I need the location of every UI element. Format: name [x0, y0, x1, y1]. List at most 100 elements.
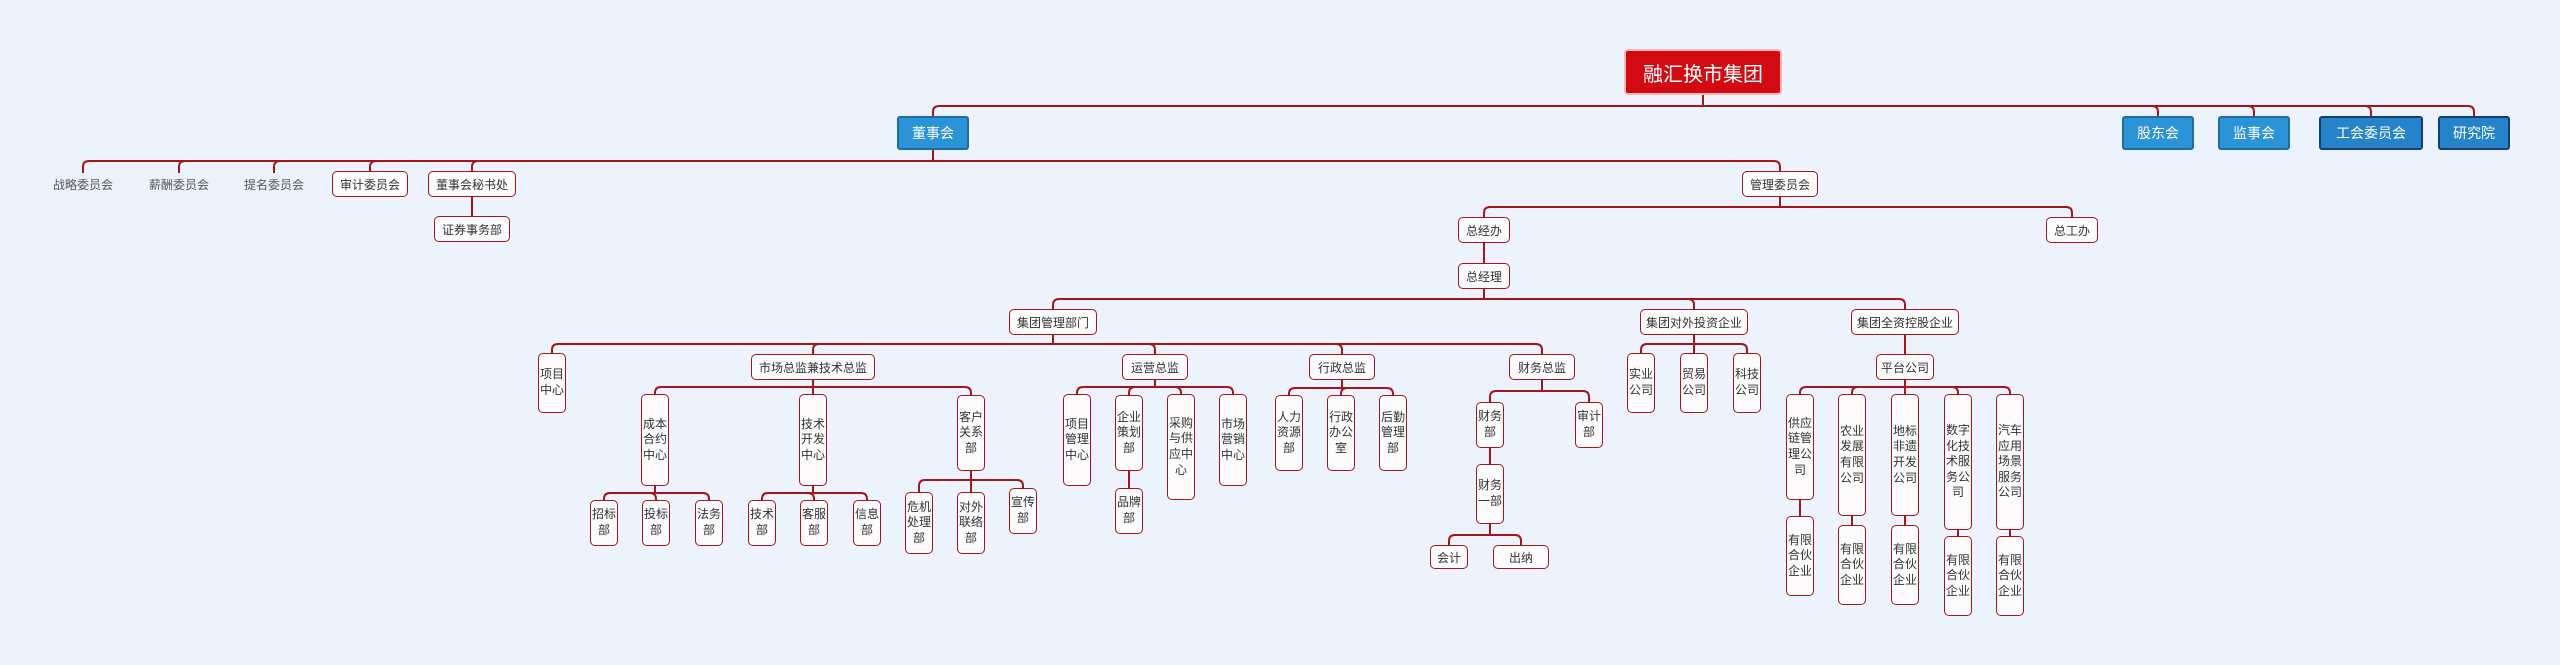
node-op2: 采购与供应中心 [1167, 394, 1195, 500]
node-ad0: 人力资源部 [1275, 395, 1303, 471]
edge-ops-op0 [1076, 380, 1156, 394]
edge-root-institute [1702, 95, 2475, 116]
node-p3: 有限合伙企业 [1944, 536, 1972, 616]
edge-gm-d2 [1483, 289, 1906, 309]
edge-pf-h4 [1904, 380, 2011, 394]
edge-board-c1 [178, 150, 934, 173]
node-cc: 成本合约中心 [641, 394, 669, 486]
node-ops: 运营总监 [1122, 354, 1188, 380]
node-c4: 董事会秘书处 [428, 171, 516, 197]
edge-board-mgmt [932, 150, 1781, 171]
node-adm: 行政总监 [1309, 354, 1375, 380]
node-cr: 客户关系部 [957, 395, 985, 471]
node-c0: 战略委员会 [52, 177, 113, 192]
node-op3: 市场营销中心 [1219, 394, 1247, 486]
node-h0: 供应链管理公司 [1786, 394, 1814, 500]
node-c1: 薪酬委员会 [148, 177, 209, 192]
node-op1: 企业策划部 [1115, 395, 1143, 471]
node-cc1: 投标部 [642, 500, 670, 546]
edge-ops-op1 [1128, 380, 1156, 395]
edge-pf-h0 [1799, 380, 1906, 394]
edge-adm-ad2 [1341, 380, 1394, 395]
node-ex0: 实业公司 [1627, 353, 1655, 413]
node-gm: 总经理 [1458, 263, 1510, 289]
node-institute: 研究院 [2438, 116, 2510, 150]
edge-cc-cc1 [649, 486, 657, 500]
node-pf: 平台公司 [1876, 354, 1934, 380]
edge-pf-h1 [1851, 380, 1906, 394]
node-tc: 技术开发中心 [799, 394, 827, 486]
node-fin: 财务总监 [1509, 354, 1575, 380]
edge-mt-cc [654, 380, 814, 394]
node-h4: 汽车应用场景服务公司 [1996, 394, 2024, 530]
node-shareholders: 股东会 [2122, 116, 2194, 150]
node-ex1: 贸易公司 [1680, 353, 1708, 413]
node-tc2: 信息部 [853, 500, 881, 546]
node-d1: 集团对外投资企业 [1640, 309, 1748, 335]
edge-fns-fs1 [1489, 524, 1522, 545]
node-cc2: 法务部 [695, 500, 723, 546]
edge-fin-fn0 [1489, 380, 1543, 402]
node-fn1: 审计部 [1575, 402, 1603, 448]
edge-cc-cc2 [654, 486, 710, 500]
node-ad1: 行政办公室 [1327, 395, 1355, 471]
node-p1: 有限合伙企业 [1838, 525, 1866, 605]
node-fs1: 出纳 [1493, 545, 1549, 569]
node-pc: 项目中心 [538, 353, 566, 413]
node-mgmt: 管理委员会 [1742, 171, 1818, 197]
edge-fin-fn1 [1541, 380, 1590, 402]
node-sec: 证券事务部 [434, 216, 510, 242]
edge-mt-cr [812, 380, 972, 395]
node-h3: 数字化技术服务公司 [1944, 394, 1972, 530]
node-ad2: 后勤管理部 [1379, 395, 1407, 471]
node-uo: 总工办 [2046, 217, 2098, 243]
node-root: 融汇换市集团 [1624, 49, 1782, 95]
node-cr2: 宣传部 [1009, 488, 1037, 534]
node-tc0: 技术部 [748, 500, 776, 546]
node-cr0: 危机处理部 [905, 492, 933, 554]
edge-cr-cr2 [970, 471, 1024, 488]
edge-fns-fs0 [1448, 524, 1491, 545]
edge-cr-cr0 [918, 471, 972, 492]
node-ex2: 科技公司 [1733, 353, 1761, 413]
node-p2: 有限合伙企业 [1891, 525, 1919, 605]
node-d0: 集团管理部门 [1009, 309, 1097, 335]
edge-board-c2 [273, 150, 934, 173]
node-d2: 集团全资控股企业 [1851, 309, 1959, 335]
node-cc0: 招标部 [590, 500, 618, 546]
node-p0: 有限合伙企业 [1786, 516, 1814, 596]
node-gmo: 总经办 [1458, 217, 1510, 243]
node-union: 工会委员会 [2319, 116, 2423, 150]
edge-d1-ex0 [1640, 335, 1695, 353]
edge-cc-cc0 [603, 486, 656, 500]
connector-lines [82, 95, 2475, 545]
edge-d1-ex2 [1693, 335, 1748, 353]
edge-d0-pc [551, 335, 1054, 353]
node-supervisors: 监事会 [2218, 116, 2290, 150]
node-p4: 有限合伙企业 [1996, 536, 2024, 616]
node-h1: 农业发展有限公司 [1838, 394, 1866, 516]
edge-d0-mt [812, 335, 1054, 354]
node-fns: 财务一部 [1476, 464, 1504, 524]
edge-tc-tc2 [812, 486, 868, 500]
edge-d0-fin [1052, 335, 1543, 354]
node-cr1: 对外联络部 [957, 492, 985, 554]
edge-root-board [932, 95, 1704, 116]
node-board: 董事会 [897, 116, 969, 150]
edge-board-c4 [471, 150, 934, 171]
edge-gm-d0 [1052, 289, 1485, 309]
node-c2: 提名委员会 [243, 177, 304, 192]
node-h2: 地标非遗开发公司 [1891, 394, 1919, 516]
edge-tc-tc1 [807, 486, 815, 500]
node-op0: 项目管理中心 [1063, 394, 1091, 486]
edge-ops-op3 [1154, 380, 1234, 394]
node-mt: 市场总监兼技术总监 [751, 354, 875, 380]
node-c3: 审计委员会 [332, 171, 408, 197]
node-tc1: 客服部 [800, 500, 828, 546]
edge-adm-ad0 [1288, 380, 1343, 395]
edge-board-c3 [369, 150, 934, 171]
node-fn0: 财务部 [1476, 402, 1504, 448]
node-fs0: 会计 [1430, 545, 1468, 569]
edge-board-c0 [82, 150, 934, 173]
